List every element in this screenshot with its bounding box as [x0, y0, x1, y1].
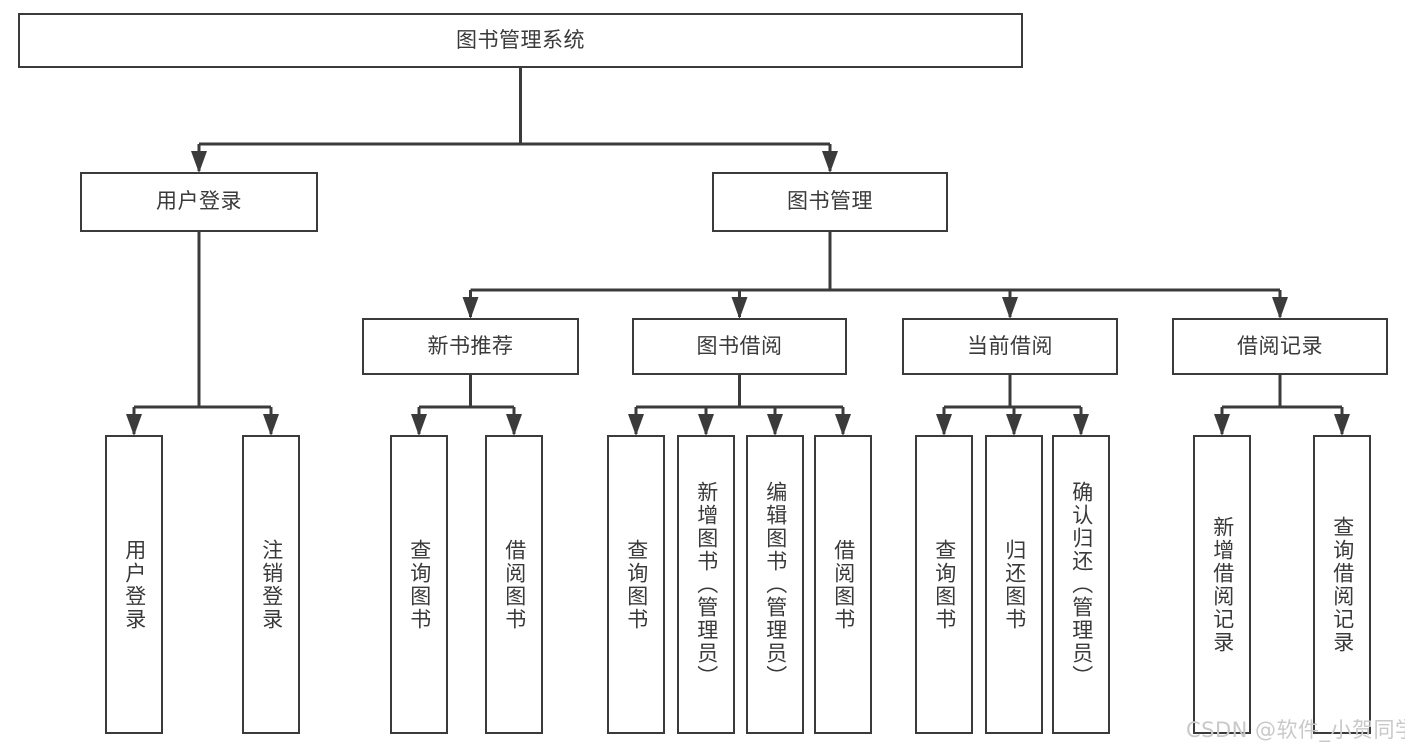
node-leaf-user-logout[interactable]: 注销登录 [242, 435, 300, 734]
node-label: 查询图书 [624, 538, 649, 631]
node-label: 编辑图书（管理员） [763, 481, 788, 688]
node-leaf-query-record[interactable]: 查询借阅记录 [1313, 435, 1371, 734]
node-label: 用户登录 [156, 189, 242, 214]
node-leaf-confirm-return[interactable]: 确认归还（管理员） [1052, 435, 1110, 734]
node-current-borrow[interactable]: 当前借阅 [902, 318, 1118, 375]
watermark-label: CSDN @软件_小贺同学 [1186, 718, 1405, 742]
node-new-book-rec[interactable]: 新书推荐 [362, 318, 579, 375]
node-leaf-query-book-2[interactable]: 查询图书 [607, 435, 665, 734]
node-leaf-user-login[interactable]: 用户登录 [105, 435, 163, 734]
node-leaf-add-record[interactable]: 新增借阅记录 [1193, 435, 1251, 734]
node-label: 归还图书 [1002, 538, 1027, 631]
node-root[interactable]: 图书管理系统 [18, 13, 1023, 68]
node-book-manage[interactable]: 图书管理 [712, 172, 948, 232]
node-label: 借阅记录 [1237, 333, 1323, 358]
node-label: 借阅图书 [831, 538, 856, 631]
node-leaf-add-book[interactable]: 新增图书（管理员） [677, 435, 735, 734]
node-label: 新增图书（管理员） [694, 481, 719, 688]
node-label: 借阅图书 [502, 538, 527, 631]
node-label: 新增借阅记录 [1210, 515, 1235, 654]
node-label: 注销登录 [259, 538, 284, 631]
node-user-login[interactable]: 用户登录 [80, 172, 318, 232]
node-book-borrow[interactable]: 图书借阅 [632, 318, 847, 375]
node-label: 当前借阅 [967, 333, 1053, 358]
node-label: 确认归还（管理员） [1069, 481, 1094, 688]
node-label: 图书借阅 [696, 333, 783, 358]
node-leaf-query-book-3[interactable]: 查询图书 [915, 435, 973, 734]
node-label: 查询图书 [407, 538, 432, 631]
node-leaf-edit-book[interactable]: 编辑图书（管理员） [746, 435, 804, 734]
node-label: 图书管理系统 [456, 27, 585, 52]
node-leaf-return-book[interactable]: 归还图书 [985, 435, 1043, 734]
node-label: 查询借阅记录 [1330, 515, 1355, 654]
node-label: 用户登录 [122, 538, 147, 631]
node-label: 查询图书 [932, 538, 957, 631]
node-borrow-record[interactable]: 借阅记录 [1172, 318, 1388, 375]
node-leaf-borrow-book-2[interactable]: 借阅图书 [814, 435, 872, 734]
node-label: 图书管理 [787, 189, 873, 214]
node-leaf-borrow-book-1[interactable]: 借阅图书 [485, 435, 543, 734]
node-leaf-query-book-1[interactable]: 查询图书 [390, 435, 448, 734]
node-label: 新书推荐 [427, 333, 514, 358]
